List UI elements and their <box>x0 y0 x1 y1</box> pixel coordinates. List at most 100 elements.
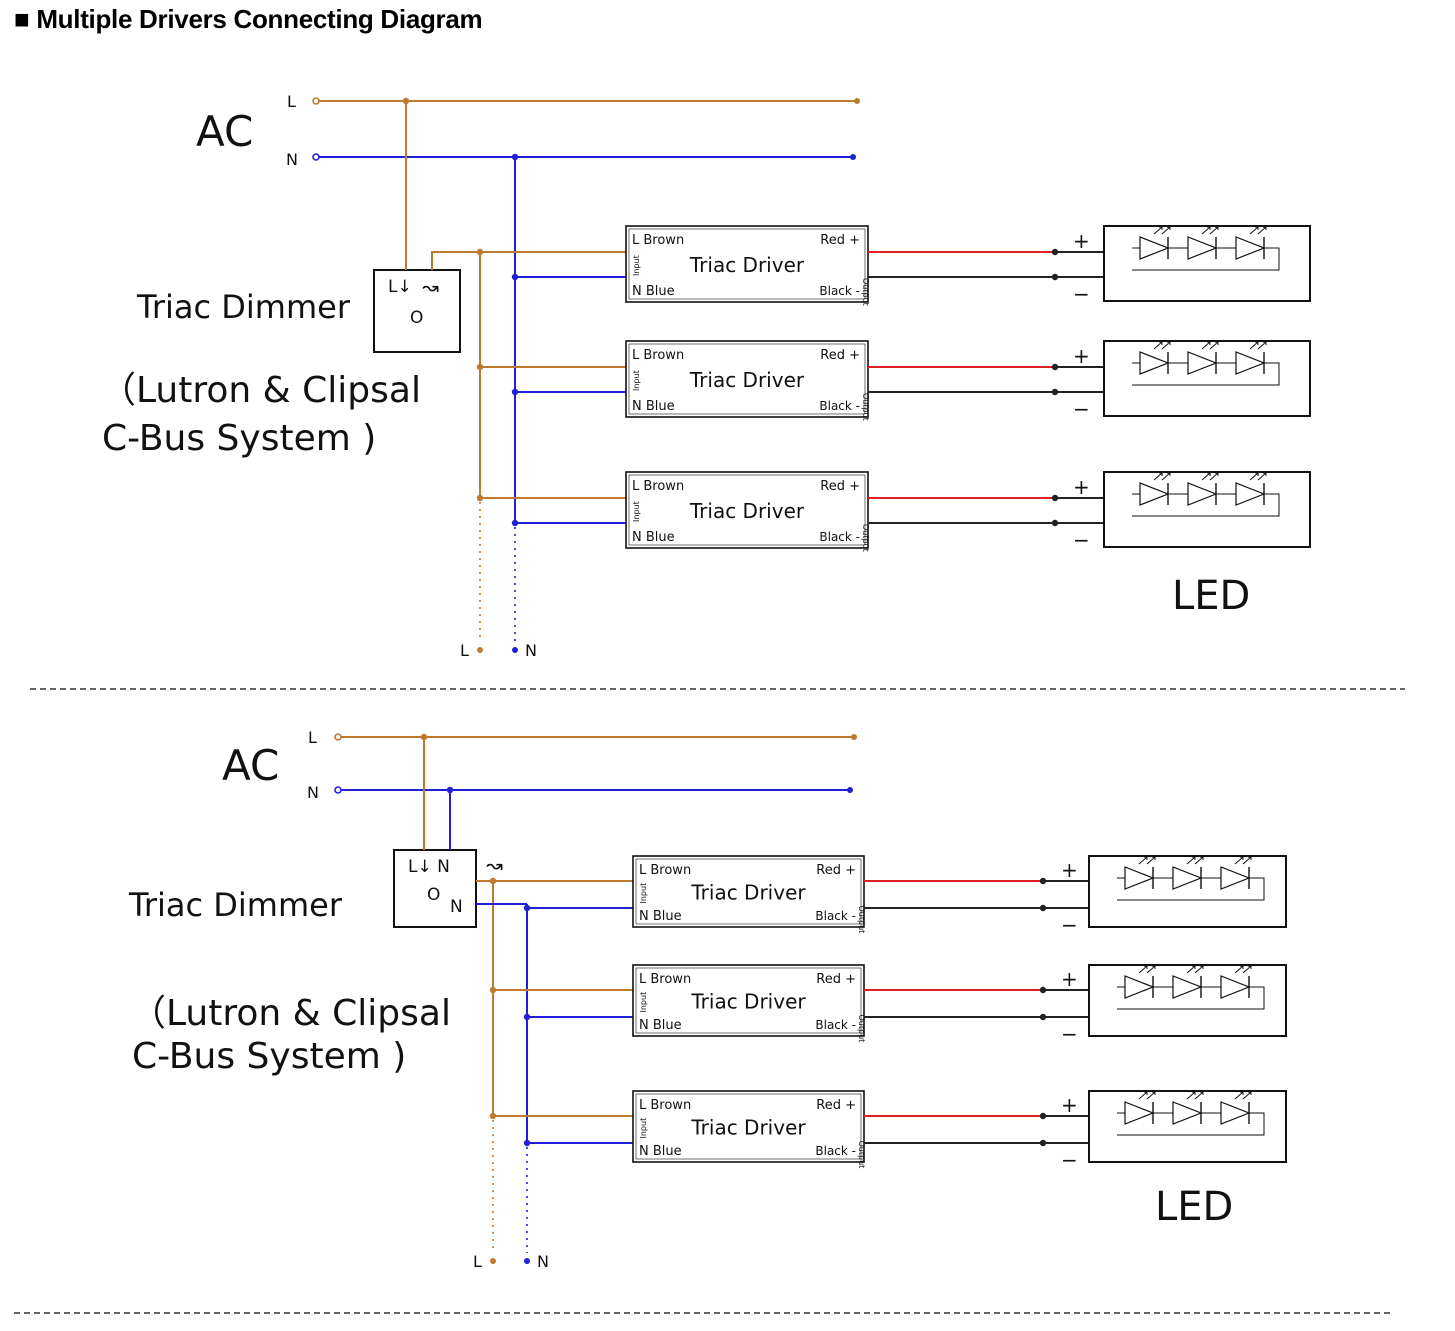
ac-label: AC <box>196 107 253 156</box>
driver-title: Triac Driver <box>690 881 806 905</box>
junction-dot <box>489 986 497 994</box>
dimmer-box-terminals: L↓ N <box>408 857 450 877</box>
ac-l-label: L <box>287 92 296 111</box>
driver-box <box>625 471 869 549</box>
ac-live-end <box>854 98 860 104</box>
driver-negative-output-label: Black - <box>815 1018 856 1032</box>
driver-box <box>625 340 869 418</box>
bottom-neutral-terminal <box>524 1258 530 1264</box>
led-light-arrows-icon <box>1201 341 1219 350</box>
driver-box <box>632 1090 865 1163</box>
dimmer-output-wire <box>431 251 480 270</box>
junction-dot <box>523 1013 531 1021</box>
led-plus-sign: + <box>1073 344 1090 368</box>
led-minus-sign: − <box>1073 528 1090 552</box>
junction-dot <box>1039 904 1047 912</box>
system-label-line2: C-Bus System ) <box>132 1036 406 1077</box>
driver-output-tag: Output <box>861 278 870 306</box>
triac-dimmer-label: Triac Dimmer <box>136 288 351 326</box>
driver-l-input-label: L Brown <box>639 1098 691 1113</box>
dimmer-dim-icon: ↝ <box>422 275 439 299</box>
driver-positive-output-label: Red + <box>820 348 860 363</box>
junction-dot <box>476 248 484 256</box>
led-plus-sign: + <box>1061 1093 1078 1117</box>
ac-neutral-terminal <box>334 786 342 794</box>
led-module-box <box>1103 225 1311 302</box>
driver-positive-output-label: Red + <box>816 1098 856 1113</box>
led-diode-icon <box>1124 866 1155 890</box>
junction-dot <box>420 733 428 741</box>
driver-output-tag: Output <box>857 1141 866 1169</box>
junction-dot <box>1039 1013 1047 1021</box>
junction-dot <box>446 786 454 794</box>
led-minus-sign: − <box>1061 1148 1078 1172</box>
triac-dimmer-box <box>393 849 477 928</box>
driver-n-input-label: N Blue <box>632 399 675 414</box>
led-light-arrows-icon <box>1186 1091 1204 1100</box>
driver-l-input-label: L Brown <box>639 972 691 987</box>
led-diode-icon <box>1172 975 1203 999</box>
driver-input-tag: Input <box>632 501 641 522</box>
led-diode-icon <box>1172 1101 1203 1125</box>
ac-live-terminal <box>334 733 342 741</box>
ac-n-label: N <box>286 150 298 169</box>
junction-dot <box>402 97 410 105</box>
led-minus-sign: − <box>1073 282 1090 306</box>
driver-box <box>632 964 865 1037</box>
led-diode-icon <box>1235 236 1266 260</box>
driver-box-inner <box>635 967 862 1034</box>
driver-positive-output-label: Red + <box>820 233 860 248</box>
led-module-box <box>1088 1090 1287 1163</box>
led-light-arrows-icon <box>1138 856 1156 865</box>
led-diode-icon <box>1235 351 1266 375</box>
dimmer-box-terminals: L↓ <box>388 277 412 297</box>
led-plus-sign: + <box>1073 475 1090 499</box>
driver-title: Triac Driver <box>689 368 805 392</box>
bottom-l-label: L <box>460 641 469 660</box>
dimmer-dim-icon: ↝ <box>486 853 503 877</box>
led-light-arrows-icon <box>1138 965 1156 974</box>
driver-box <box>625 225 869 303</box>
led-diode-icon <box>1139 482 1170 506</box>
junction-dot <box>1051 248 1059 256</box>
led-light-arrows-icon <box>1186 965 1204 974</box>
driver-box-inner <box>628 474 866 546</box>
junction-dot <box>1039 1139 1047 1147</box>
led-label: LED <box>1155 1184 1233 1230</box>
driver-output-tag: Output <box>857 906 866 934</box>
junction-dot <box>1039 877 1047 885</box>
dimmer-knob-icon: O <box>410 308 423 328</box>
driver-l-input-label: L Brown <box>632 479 684 494</box>
driver-input-tag: Input <box>639 883 648 904</box>
led-light-arrows-icon <box>1249 341 1267 350</box>
led-light-arrows-icon <box>1234 1091 1252 1100</box>
led-minus-sign: − <box>1061 1022 1078 1046</box>
system-label-line2: C-Bus System ) <box>102 418 376 459</box>
system-label-line1: （Lutron & Clipsal <box>130 993 451 1034</box>
led-diode-icon <box>1139 351 1170 375</box>
junction-dot <box>1039 986 1047 994</box>
led-diode-icon <box>1220 1101 1251 1125</box>
led-light-arrows-icon <box>1153 226 1171 235</box>
led-diode-icon <box>1172 866 1203 890</box>
driver-input-tag: Input <box>639 992 648 1013</box>
driver-box-inner <box>628 343 866 415</box>
led-light-arrows-icon <box>1201 472 1219 481</box>
driver-negative-output-label: Black - <box>819 284 860 298</box>
driver-box-inner <box>635 1093 862 1160</box>
led-module-box <box>1103 340 1311 417</box>
junction-dot <box>1051 519 1059 527</box>
junction-dot <box>1051 494 1059 502</box>
driver-n-input-label: N Blue <box>632 530 675 545</box>
driver-n-input-label: N Blue <box>639 909 682 924</box>
bottom-neutral-terminal <box>512 647 518 653</box>
led-label: LED <box>1172 573 1250 619</box>
ac-neutral-end <box>850 154 856 160</box>
junction-dot <box>476 363 484 371</box>
dimmer-knob-icon: O <box>427 885 440 905</box>
driver-output-tag: Output <box>861 393 870 421</box>
driver-l-input-label: L Brown <box>639 863 691 878</box>
ac-live-terminal <box>312 97 320 105</box>
led-minus-sign: − <box>1073 397 1090 421</box>
